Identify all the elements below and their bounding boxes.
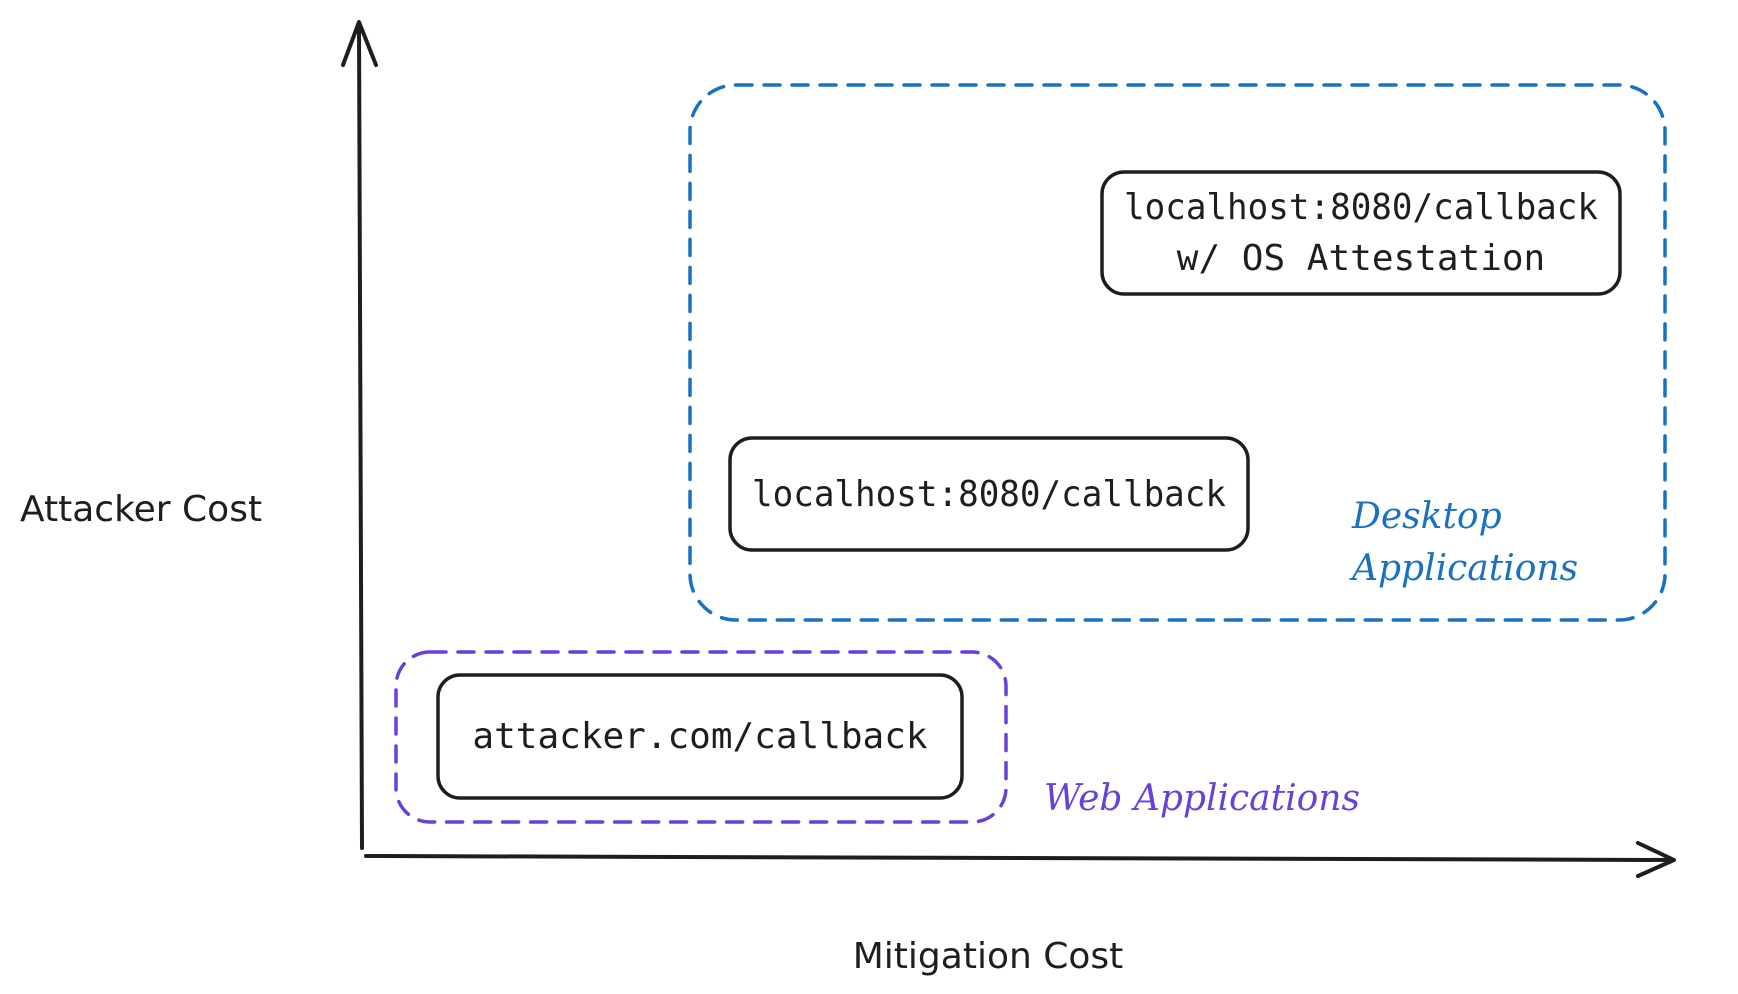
y-axis-line	[357, 23, 364, 850]
x-axis	[364, 841, 1676, 878]
y-axis-label: Attacker Cost	[20, 489, 262, 530]
x-axis-label: Mitigation Cost	[853, 936, 1124, 977]
desktop-group-label-line2: Applications	[1349, 548, 1578, 589]
y-axis-arrowhead-icon	[341, 20, 378, 67]
attested-callback-node	[1100, 170, 1622, 296]
attested-node-line2: w/ OS Attestation	[1177, 238, 1545, 279]
attacker-node-text: attacker.com/callback	[472, 716, 927, 757]
web-group-label: Web Applications	[1044, 778, 1360, 819]
attacker-callback-node	[436, 673, 964, 800]
attested-node-line1: localhost:8080/callback	[1124, 187, 1598, 228]
desktop-applications-group	[688, 83, 1667, 622]
x-axis-line	[364, 854, 1674, 862]
desktop-group-label-line1: Desktop	[1351, 496, 1502, 537]
localhost-node-text: localhost:8080/callback	[752, 474, 1226, 515]
y-axis	[341, 20, 378, 850]
x-axis-arrowhead-icon	[1636, 841, 1676, 878]
localhost-callback-node	[728, 436, 1250, 552]
web-applications-group	[394, 650, 1008, 824]
